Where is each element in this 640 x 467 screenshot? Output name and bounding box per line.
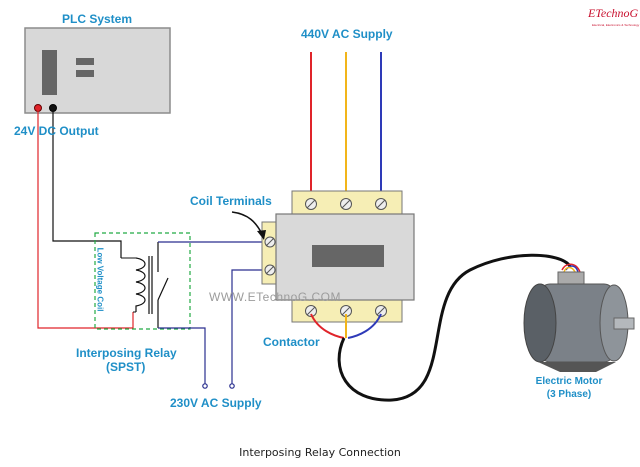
logo-tagline: Electrical, Electronics & Technology <box>592 23 640 27</box>
plc-indicator-top <box>76 58 94 65</box>
plc-display <box>42 50 57 95</box>
watermark: WWW.ETechnoG.COM <box>209 290 342 304</box>
plc-indicator-bottom <box>76 70 94 77</box>
interposing-relay-type-label: (SPST) <box>106 360 146 374</box>
dc-negative-wire <box>52 110 122 258</box>
motor-wire-y <box>563 266 576 273</box>
relay-enclosure <box>94 232 191 330</box>
motor-base <box>538 362 616 372</box>
plc-system-label: PLC System <box>62 12 133 26</box>
contactor-bottom-terminals <box>305 305 387 317</box>
relay-coil <box>135 257 146 312</box>
relay-to-supply-wire <box>158 327 206 384</box>
interposing-relay-label: Interposing Relay <box>76 346 177 360</box>
diagram-caption: Interposing Relay Connection <box>239 446 401 459</box>
motor-wire-r <box>561 263 581 273</box>
contact-blade <box>157 277 169 301</box>
plc-unit <box>24 27 171 114</box>
ac-supply-440-label: 440V AC Supply <box>301 27 393 41</box>
dc-output-label: 24V DC Output <box>14 124 99 138</box>
motor-cable <box>337 253 572 402</box>
coil-to-supply-wire <box>231 269 268 384</box>
motor-label: Electric Motor <box>535 376 603 387</box>
ac-supply-230-label: 230V AC Supply <box>170 396 262 410</box>
motor-phase-label: (3 Phase) <box>546 389 592 400</box>
contactor-top-terminals <box>305 198 387 210</box>
dc-positive-wire <box>37 110 134 329</box>
interposing-relay <box>94 232 191 330</box>
contactor <box>261 190 415 323</box>
coil-terminals-label: Coil Terminals <box>190 194 272 208</box>
ac230-terminal-2 <box>229 383 235 389</box>
motor-end-cap <box>523 283 557 363</box>
output-wire-r <box>310 313 345 339</box>
coil-terminals-arrowhead <box>257 230 266 240</box>
contactor-coil-terminals <box>264 236 276 276</box>
motor-shaft <box>613 317 635 330</box>
logo-brand: ETechnoG <box>588 6 639 20</box>
ac230-terminal-1 <box>202 383 208 389</box>
coil-terminals-arrow <box>231 211 263 235</box>
contactor-label: Contactor <box>263 335 320 349</box>
electric-motor <box>523 263 635 372</box>
contactor-window <box>312 245 384 267</box>
etechnog-logo: ETechnoG Electrical, Electronics & Techn… <box>588 6 640 30</box>
low-voltage-coil-label: Low Voltage Coil <box>95 247 105 312</box>
output-wire-b <box>347 313 382 339</box>
